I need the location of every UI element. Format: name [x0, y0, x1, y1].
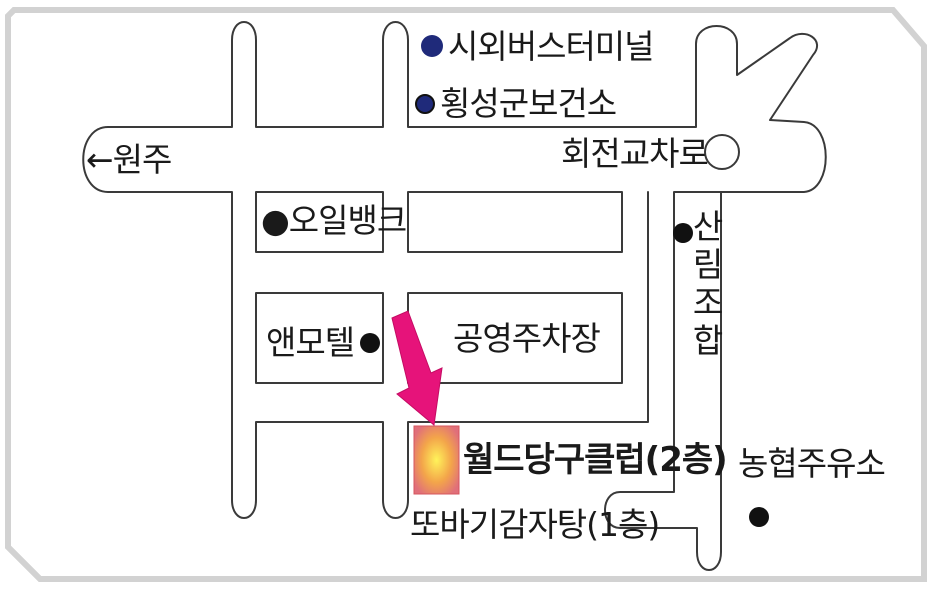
gas-station-label: 농협주유소	[738, 444, 886, 483]
gas-station-marker	[749, 507, 769, 527]
right-road	[604, 191, 722, 571]
cooperative-marker	[673, 223, 693, 243]
gamjatang-label: 또바기감자탕(1층)	[410, 505, 660, 544]
target-location-marker	[413, 425, 460, 495]
billiards-club-label: 월드당구클럽(2층)	[463, 440, 728, 480]
roundabout-label: 회전교차로	[561, 134, 709, 173]
road-network	[82, 21, 827, 571]
main-road-left-cap	[82, 126, 649, 519]
roundabout-circle	[704, 134, 740, 170]
motel-marker	[360, 333, 380, 353]
motel-label: 앤모텔	[266, 323, 355, 362]
pink-arrow	[391, 310, 443, 426]
map-frame	[5, 7, 927, 582]
wonju-direction-label: ←원주	[86, 140, 172, 179]
block-oilbank	[255, 191, 384, 253]
health-center-label: 횡성군보건소	[440, 84, 617, 123]
oil-bank-label: ●오일뱅크	[261, 201, 407, 240]
bus-terminal-label: 시외버스터미널	[448, 27, 655, 66]
health-center-marker	[415, 94, 435, 114]
cooperative-label: 산림조합	[692, 207, 724, 360]
block-upper-right	[407, 191, 623, 253]
main-road-top-edge	[107, 21, 827, 299]
public-parking-label: 공영주차장	[453, 319, 601, 358]
bus-terminal-marker	[421, 35, 443, 57]
block-motel	[255, 292, 384, 384]
